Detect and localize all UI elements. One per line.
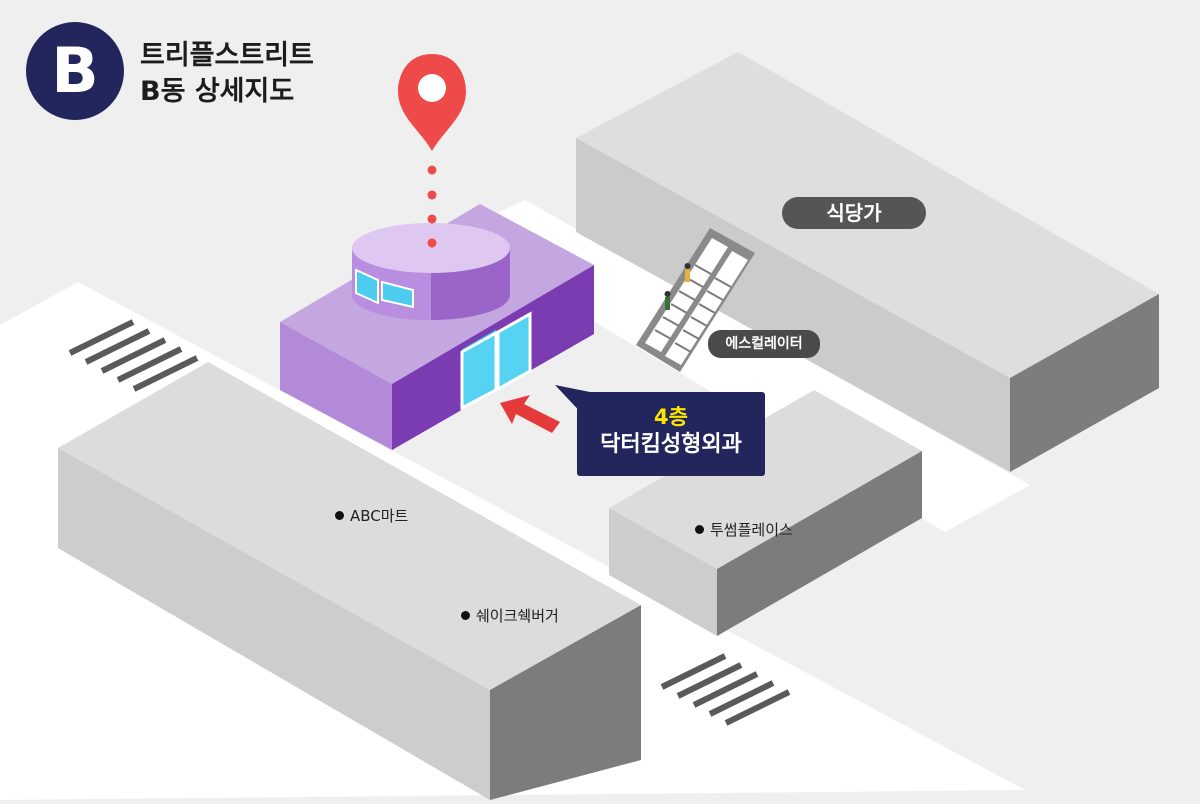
map-pin-icon[interactable] <box>398 54 466 248</box>
store-label-abc-mart[interactable]: ABC마트 <box>335 505 408 526</box>
store-dot <box>335 511 344 520</box>
escalator-label[interactable]: 에스컬레이터 <box>708 330 820 358</box>
food-court-label[interactable]: 식당가 <box>782 197 926 229</box>
store-label-shake-shack[interactable]: 쉐이크쉑버거 <box>461 605 559 626</box>
twosome-building[interactable] <box>609 390 922 636</box>
entrance-doors <box>460 311 532 411</box>
store-dot <box>461 611 470 620</box>
store-dot <box>695 525 704 534</box>
crosswalk-bottom <box>660 653 791 726</box>
store-label-twosome[interactable]: 투썸플레이스 <box>695 519 793 540</box>
page-title: 트리플스트리트 B동 상세지도 <box>140 38 314 110</box>
title-line-2: B동 상세지도 <box>140 76 295 107</box>
building-badge: B <box>26 22 124 120</box>
callout-clinic-name: 닥터킴성형외과 <box>600 432 742 457</box>
destination-callout[interactable]: 4층 닥터킴성형외과 <box>577 392 765 476</box>
title-line-1: 트리플스트리트 <box>140 40 314 71</box>
map-header: B 트리플스트리트 B동 상세지도 <box>26 22 386 122</box>
target-building[interactable] <box>280 204 594 450</box>
abc-mart-building[interactable] <box>58 362 641 800</box>
crosswalk-left <box>68 319 199 392</box>
arrow-icon <box>500 395 560 433</box>
callout-floor: 4층 <box>654 405 688 429</box>
escalator-icon[interactable] <box>636 228 755 372</box>
